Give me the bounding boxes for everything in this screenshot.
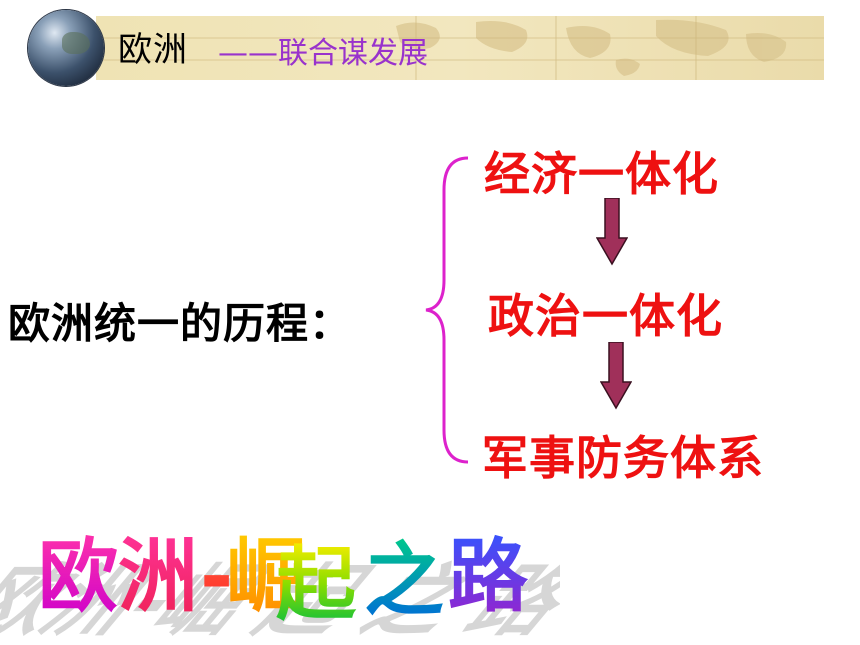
wordart-char: 路	[448, 530, 529, 623]
step-military-defense-system: 军事防务体系	[482, 431, 764, 485]
wordart-char: 起	[276, 538, 357, 631]
left-brace-icon	[425, 156, 469, 464]
page-subtitle: ——联合谋发展	[218, 36, 428, 71]
wordart-char: 崛	[226, 530, 306, 623]
step-economic-integration: 经济一体化	[484, 147, 719, 201]
wordart-shadow: 欧洲-崛 起 之 路	[0, 557, 560, 640]
arrow-down-icon	[596, 198, 628, 266]
wordart-char: 洲	[118, 530, 198, 623]
wordart-char: 欧	[38, 530, 118, 623]
wordart-char: 之	[364, 534, 444, 627]
arrow-down-icon	[600, 342, 632, 410]
process-label: 欧洲统一的历程：	[8, 299, 353, 348]
wordart-title: 欧洲-崛 起 之 路 欧 洲 - 崛 起 之 路	[0, 530, 560, 640]
world-map-decoration	[96, 16, 824, 80]
globe-icon	[28, 10, 104, 86]
step-political-integration: 政治一体化	[488, 289, 723, 343]
page-title: 欧洲	[118, 30, 188, 70]
wordart-char: -	[200, 530, 233, 623]
header-banner	[96, 16, 824, 80]
